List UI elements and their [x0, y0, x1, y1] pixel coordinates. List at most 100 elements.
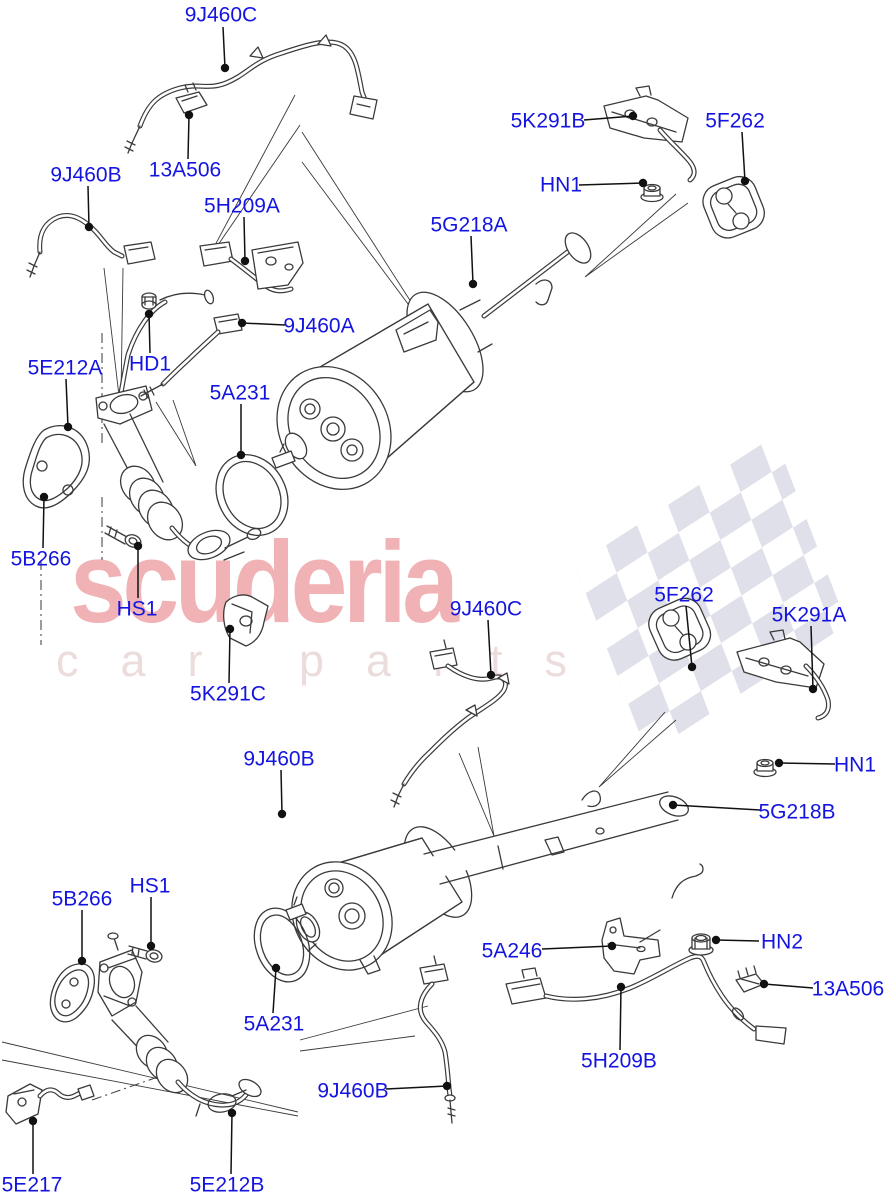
part-label-hd1[interactable]: HD1: [128, 352, 172, 376]
leader-dot-5h209a: [240, 256, 250, 266]
part-label-9j460b-mid[interactable]: 9J460B: [243, 747, 315, 771]
leader-dot-5g218b: [668, 800, 678, 810]
part-nut-hn1-upper: [640, 183, 664, 203]
part-label-hn2[interactable]: HN2: [760, 930, 804, 954]
part-label-5a231-lower[interactable]: 5A231: [243, 1012, 305, 1036]
leader-line-5e212a: [65, 378, 69, 428]
leader-line-5f262-upper: [741, 131, 746, 182]
part-label-9j460c-upper[interactable]: 9J460C: [184, 3, 258, 27]
part-bracket-5h209a: [199, 241, 304, 294]
leader-line-9j460b-mid: [280, 769, 283, 815]
part-bracket-5a246: [601, 917, 661, 975]
leader-dot-5h209b: [616, 982, 626, 992]
leader-dot-hn1-lower: [774, 758, 784, 768]
leader-line-5a246: [541, 945, 613, 950]
leader-line-13a506-lower: [763, 983, 814, 989]
leader-line-9j460c-mid: [487, 619, 492, 676]
leader-line-hn1-upper: [578, 182, 644, 186]
leader-dot-5a246: [607, 941, 617, 951]
part-downpipe-5e212b: [97, 932, 262, 1117]
part-bolt-hs1-lower: [127, 945, 163, 963]
leader-dot-9j460c-upper: [220, 63, 230, 73]
part-label-hs1-upper[interactable]: HS1: [116, 597, 158, 621]
part-stud-hd1: [141, 292, 157, 310]
part-label-5h209a[interactable]: 5H209A: [204, 194, 280, 218]
part-gasket-5b266-upper: [22, 425, 90, 509]
leader-line-5a231-lower: [272, 967, 277, 1014]
leader-line-5f262-lower: [685, 605, 693, 668]
part-sensor-harness-9j460c-mid: [390, 639, 510, 808]
part-label-9j460a[interactable]: 9J460A: [283, 314, 355, 338]
part-bracket-5e217: [5, 1083, 95, 1125]
part-clip-13a506-upper: [175, 82, 208, 114]
leader-dot-5a231-lower: [271, 963, 281, 973]
part-label-5k291a[interactable]: 5K291A: [771, 603, 847, 627]
leader-line-hd1: [148, 313, 151, 354]
part-label-hn1-lower[interactable]: HN1: [833, 753, 877, 777]
leader-dot-5b266-lower: [77, 956, 87, 966]
part-label-5k291b[interactable]: 5K291B: [510, 109, 586, 133]
part-label-5h209b[interactable]: 5H209B: [581, 1049, 657, 1073]
leader-dot-13a506-upper: [184, 110, 194, 120]
leader-line-9j460c-upper: [222, 26, 226, 69]
leader-lines: [28, 26, 836, 1175]
part-label-5f262-upper[interactable]: 5F262: [705, 109, 765, 133]
part-label-9j460b-lower[interactable]: 9J460B: [317, 1079, 389, 1103]
part-clamp-5a231-lower: [253, 896, 311, 983]
part-label-5b266-lower[interactable]: 5B266: [51, 887, 113, 911]
leader-dot-5k291b: [628, 111, 638, 121]
leader-dot-13a506-lower: [759, 979, 769, 989]
part-label-9j460c-mid[interactable]: 9J460C: [449, 597, 523, 621]
leader-line-5h209b: [619, 986, 622, 1051]
part-label-5a246[interactable]: 5A246: [481, 939, 543, 963]
leader-dot-hn2: [711, 935, 721, 945]
part-label-13a506-upper[interactable]: 13A506: [148, 158, 222, 182]
tagline-watermark: car parts: [56, 635, 610, 686]
part-catalyst-muffler-5g218a: [276, 232, 592, 491]
part-label-hs1-lower[interactable]: HS1: [129, 874, 171, 898]
leader-dot-9j460c-mid: [486, 670, 496, 680]
leader-dot-5e217: [28, 1116, 38, 1126]
leader-dot-5e212b: [227, 1108, 237, 1118]
leader-line-5h209a: [243, 216, 246, 262]
leader-dot-5e212a: [63, 422, 73, 432]
part-nut-hn2: [688, 933, 714, 956]
part-label-13a506-lower[interactable]: 13A506: [811, 977, 885, 1001]
part-label-5e217[interactable]: 5E217: [1, 1173, 63, 1197]
part-label-5e212b[interactable]: 5E212B: [189, 1173, 265, 1197]
part-label-5f262-lower[interactable]: 5F262: [654, 583, 714, 607]
leader-line-hn1-lower: [778, 762, 836, 765]
part-label-5g218b[interactable]: 5G218B: [758, 800, 836, 824]
leader-dot-9j460b-upper: [84, 222, 94, 232]
part-sensor-9j460a: [140, 313, 243, 399]
leader-dot-5b266-upper: [39, 492, 49, 502]
part-label-5a231-upper[interactable]: 5A231: [209, 381, 271, 405]
part-clamp-5a231-upper: [215, 443, 296, 537]
leader-dot-5a231-upper: [236, 450, 246, 460]
part-label-hn1-upper[interactable]: HN1: [539, 173, 583, 197]
part-label-5g218a[interactable]: 5G218A: [430, 213, 508, 237]
leader-line-hn2: [715, 939, 760, 942]
part-label-5b266-upper[interactable]: 5B266: [10, 547, 72, 571]
leader-line-5b266-upper: [42, 496, 45, 549]
leader-dot-5f262-lower: [687, 662, 697, 672]
part-label-5e212a[interactable]: 5E212A: [27, 356, 103, 380]
leader-line-5k291b: [583, 115, 634, 121]
part-label-5k291c[interactable]: 5K291C: [190, 682, 266, 706]
part-clip-13a506-lower: [735, 965, 765, 993]
leader-dot-9j460b-mid: [277, 809, 287, 819]
leader-dot-hs1-lower: [146, 941, 156, 951]
leader-line-5k291c: [228, 628, 231, 684]
part-gasket-5b266-lower: [49, 963, 96, 1023]
part-label-9j460b-upper[interactable]: 9J460B: [50, 163, 122, 187]
leader-dot-5k291a: [808, 684, 818, 694]
leader-line-9j460b-lower: [385, 1085, 448, 1090]
leader-line-5g218b: [672, 804, 761, 811]
part-sensor-harness-9j460c-upper: [124, 34, 378, 154]
leader-line-5g218a: [470, 235, 474, 285]
leader-dot-hd1: [144, 309, 154, 319]
leader-line-5k291a: [810, 625, 814, 690]
leader-dot-hs1-upper: [133, 541, 143, 551]
